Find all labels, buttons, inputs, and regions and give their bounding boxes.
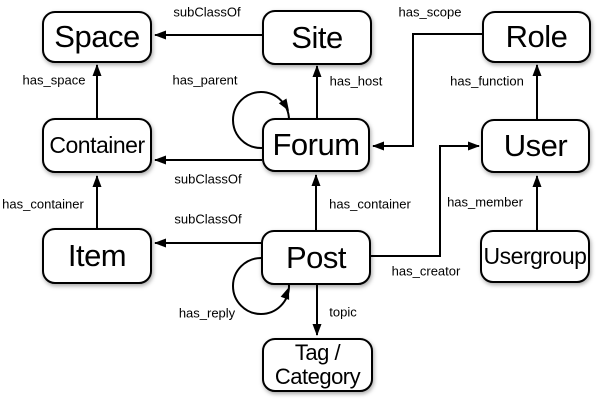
edge-label-has-reply: has_reply — [178, 305, 236, 321]
node-container: Container — [42, 118, 152, 173]
node-user: User — [481, 119, 590, 173]
node-usergroup: Usergroup — [480, 230, 590, 283]
node-role: Role — [482, 11, 591, 63]
node-item: Item — [42, 228, 152, 284]
has-reply-loop-arrowhead — [280, 287, 290, 300]
edge-arrow-has-scope-role-forum — [372, 33, 482, 151]
node-site: Site — [262, 10, 372, 65]
edge-arrow-has-creator-post-user — [371, 141, 480, 257]
edge-label-subclassof-post-item: subClassOf — [174, 211, 242, 227]
node-forum: Forum — [262, 118, 370, 172]
edge-label-has-host: has_host — [329, 73, 383, 89]
edge-label-has-space: has_space — [22, 72, 86, 88]
edge-label-has-container-post: has_container — [329, 196, 411, 212]
edge-label-has-parent: has_parent — [172, 72, 238, 88]
edge-label-topic: topic — [329, 304, 357, 320]
edge-label-has-member: has_member — [447, 194, 523, 210]
edge-label-has-creator: has_creator — [391, 263, 461, 279]
node-tag-category: Tag / Category — [262, 338, 373, 392]
edge-label-has-function: has_function — [450, 73, 524, 89]
edge-label-has-scope: has_scope — [398, 4, 462, 20]
node-space: Space — [42, 11, 152, 63]
node-post: Post — [261, 230, 371, 285]
edge-label-subclassof-forum-container: subClassOf — [174, 171, 242, 187]
has-parent-loop-arrowhead — [278, 98, 289, 111]
edge-label-has-container-item: has_container — [2, 196, 84, 212]
edge-label-subclassof-site-space: subClassOf — [173, 4, 241, 20]
